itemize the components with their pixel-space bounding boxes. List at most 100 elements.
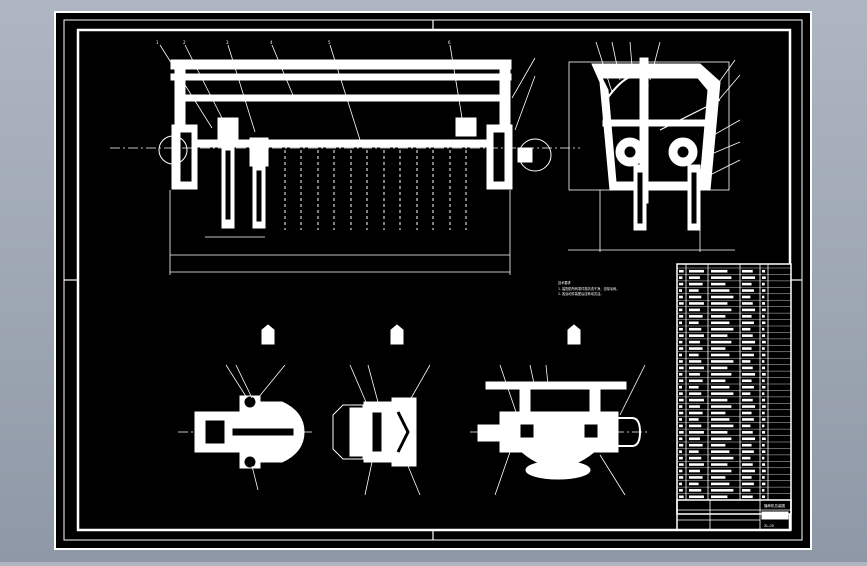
table-cell-text: [762, 385, 766, 389]
table-cell-text: [711, 495, 728, 499]
table-cell-text: [679, 437, 683, 441]
table-cell-text: [711, 405, 732, 408]
svg-text:1: 1: [156, 40, 159, 45]
table-cell-text: [762, 340, 766, 344]
table-cell-text: [689, 295, 702, 299]
table-cell-text: [689, 450, 699, 453]
parts-list-rows: [677, 267, 791, 501]
svg-text:5: 5: [328, 40, 331, 45]
table-cell-text: [762, 437, 766, 441]
table-cell-text: [711, 431, 728, 434]
table-cell-text: [679, 308, 683, 312]
table-cell-text: [679, 450, 682, 453]
table-cell-text: [762, 366, 766, 370]
table-cell-text: [711, 476, 726, 479]
table-cell-text: [689, 411, 703, 415]
table-cell-text: [679, 482, 682, 486]
table-cell-text: [762, 373, 766, 376]
table-cell-text: [711, 269, 728, 273]
table-cell-text: [762, 379, 765, 383]
table-cell-text: [711, 276, 732, 279]
table-cell-text: [762, 431, 766, 434]
table-cell-text: [679, 431, 684, 434]
table-cell-text: [679, 315, 684, 318]
table-cell-text: [689, 489, 702, 492]
table-cell-text: [679, 476, 684, 479]
table-cell-text: [762, 327, 765, 331]
table-cell-text: [742, 373, 756, 376]
table-cell-text: [711, 289, 730, 292]
table-cell-text: [742, 437, 756, 441]
table-cell-text: [711, 411, 726, 415]
table-cell-text: [742, 482, 754, 486]
table-cell-text: [762, 398, 766, 402]
table-cell-text: [679, 269, 684, 273]
table-cell-text: [742, 282, 752, 286]
table-cell-text: [711, 366, 728, 370]
svg-text:4: 4: [270, 40, 273, 45]
table-cell-text: [689, 340, 700, 344]
table-cell-text: [711, 308, 732, 312]
technical-notes: 技术要求 1. 装配前所有零件需清洗干净，去除毛刺。 2. 各运动件装配后应转动…: [558, 280, 619, 296]
table-cell-text: [689, 476, 703, 479]
table-cell-text: [762, 315, 765, 318]
table-cell-text: [762, 321, 766, 325]
table-cell-text: [679, 353, 682, 357]
table-cell-text: [711, 443, 726, 447]
table-cell-text: [742, 450, 754, 453]
notes-line-2: 2. 各运动件装配后应转动灵活。: [558, 291, 604, 296]
table-cell-text: [689, 282, 703, 286]
table-cell-text: [742, 424, 751, 428]
table-cell-text: [689, 269, 704, 273]
table-cell-text: [762, 353, 766, 357]
table-cell-text: [742, 289, 754, 292]
notes-heading: 技术要求: [558, 280, 572, 285]
detail-view-a[interactable]: [178, 324, 312, 491]
table-cell-text: [689, 482, 699, 486]
table-cell-text: [689, 366, 704, 370]
table-cell-text: [689, 469, 700, 473]
table-cell-text: [742, 489, 751, 492]
table-cell-text: [711, 295, 734, 299]
table-cell-text: [711, 282, 726, 286]
table-cell-text: [689, 424, 702, 428]
table-cell-text: [742, 456, 751, 460]
table-cell-text: [711, 463, 728, 466]
parts-list-table[interactable]: [676, 263, 792, 515]
table-cell-text: [742, 269, 753, 273]
table-cell-text: [689, 334, 704, 337]
svg-text:6: 6: [448, 40, 451, 45]
side-view[interactable]: [568, 41, 741, 252]
table-cell-text: [711, 482, 730, 486]
table-cell-text: [762, 469, 766, 473]
table-cell-text: [711, 321, 730, 325]
table-cell-text: [679, 302, 684, 305]
table-cell-text: [689, 327, 702, 331]
detail-view-b[interactable]: [332, 324, 431, 496]
table-cell-text: [679, 495, 684, 499]
table-cell-text: [742, 353, 754, 357]
table-cell-text: [689, 321, 699, 325]
table-cell-text: [689, 418, 699, 421]
table-cell-text: [742, 392, 751, 395]
table-cell-text: [762, 334, 766, 337]
table-cell-text: [742, 315, 752, 318]
table-cell-text: [762, 282, 765, 286]
table-cell-text: [689, 392, 702, 395]
table-cell-text: [689, 431, 704, 434]
table-cell-text: [689, 353, 699, 357]
table-cell-text: [689, 463, 704, 466]
table-cell-text: [762, 495, 766, 499]
table-cell-text: [742, 443, 752, 447]
table-cell-text: [679, 379, 684, 383]
detail-view-c[interactable]: [470, 324, 650, 496]
title-block[interactable]: 播种机总装图 ZL-00: [676, 499, 792, 531]
table-cell-text: [711, 437, 732, 441]
svg-text:2: 2: [183, 40, 186, 45]
table-cell-text: [762, 405, 766, 408]
table-cell-text: [742, 340, 756, 344]
table-cell-text: [689, 373, 700, 376]
drawing-number: ZL-00: [764, 524, 774, 528]
